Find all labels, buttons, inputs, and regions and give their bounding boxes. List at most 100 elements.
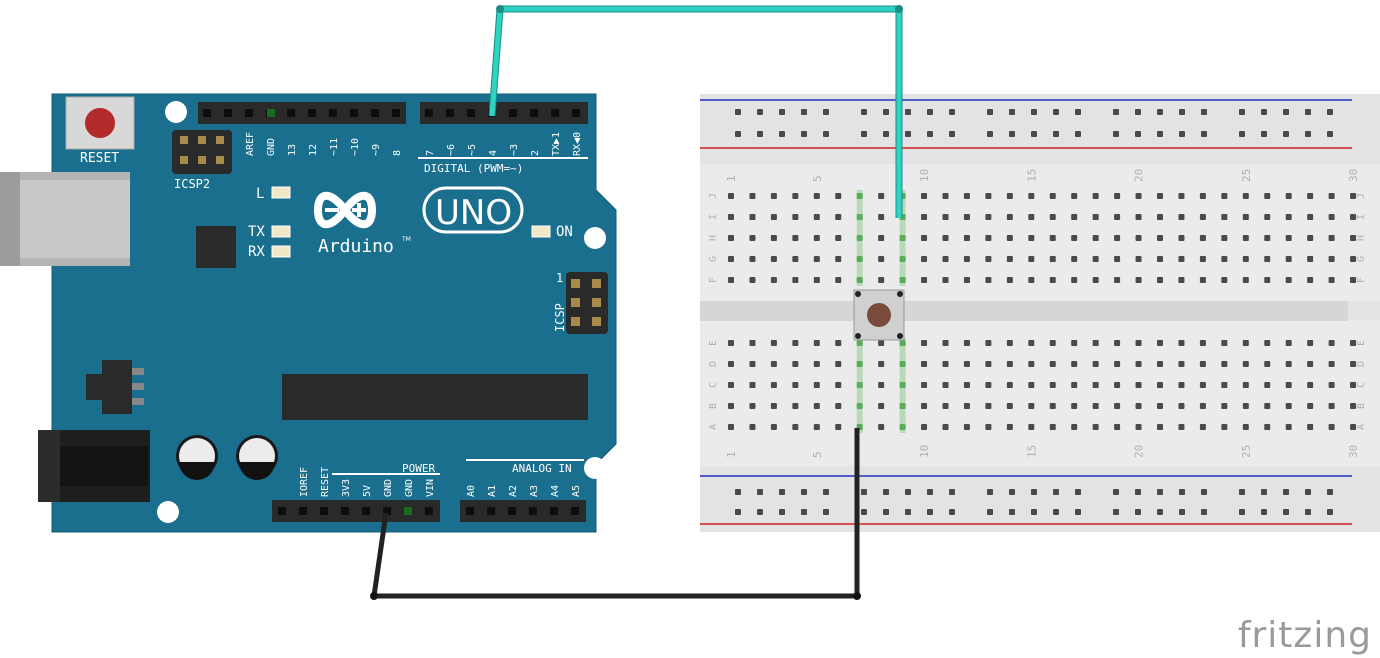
digital-4-wire[interactable] <box>488 5 903 218</box>
rail-hole[interactable] <box>883 109 889 115</box>
breadboard-hole[interactable] <box>1285 193 1292 199</box>
breadboard-hole[interactable] <box>1006 403 1013 409</box>
breadboard-hole[interactable] <box>985 361 992 367</box>
header-pin[interactable] <box>329 109 337 117</box>
breadboard-hole[interactable] <box>1199 361 1206 367</box>
rail-hole[interactable] <box>1327 509 1333 515</box>
header-pin[interactable] <box>308 109 316 117</box>
rail-hole[interactable] <box>1201 489 1207 495</box>
breadboard-hole[interactable] <box>856 340 863 346</box>
header-pin[interactable] <box>571 507 579 515</box>
rail-hole[interactable] <box>779 489 785 495</box>
header-pin[interactable] <box>278 507 286 515</box>
rail-hole[interactable] <box>949 109 955 115</box>
breadboard-hole[interactable] <box>1242 235 1249 241</box>
rail-hole[interactable] <box>1075 509 1081 515</box>
rail-hole[interactable] <box>1283 509 1289 515</box>
breadboard-hole[interactable] <box>1135 235 1142 241</box>
breadboard-hole[interactable] <box>942 361 949 367</box>
rail-hole[interactable] <box>1261 489 1267 495</box>
breadboard-hole[interactable] <box>899 277 906 283</box>
rail-hole[interactable] <box>1305 489 1311 495</box>
rail-hole[interactable] <box>1053 509 1059 515</box>
breadboard-hole[interactable] <box>749 214 756 220</box>
rail-hole[interactable] <box>1327 489 1333 495</box>
breadboard-hole[interactable] <box>1178 277 1185 283</box>
reset-button[interactable] <box>65 96 135 150</box>
rail-hole[interactable] <box>949 489 955 495</box>
breadboard-hole[interactable] <box>728 403 734 409</box>
breadboard-hole[interactable] <box>1264 340 1271 346</box>
breadboard-hole[interactable] <box>728 340 734 346</box>
rail-hole[interactable] <box>927 109 933 115</box>
breadboard-hole[interactable] <box>749 361 756 367</box>
breadboard-hole[interactable] <box>1157 214 1163 220</box>
breadboard-hole[interactable] <box>878 424 885 430</box>
breadboard-hole[interactable] <box>1178 256 1185 262</box>
breadboard-hole[interactable] <box>1049 277 1056 283</box>
breadboard-hole[interactable] <box>1199 256 1206 262</box>
rail-hole[interactable] <box>1179 109 1185 115</box>
breadboard-hole[interactable] <box>963 193 970 199</box>
breadboard-hole[interactable] <box>1221 193 1228 199</box>
breadboard-hole[interactable] <box>1242 424 1249 430</box>
rail-hole[interactable] <box>1053 109 1059 115</box>
breadboard-hole[interactable] <box>1285 403 1292 409</box>
push-button[interactable] <box>853 289 905 341</box>
breadboard-hole[interactable] <box>921 361 928 367</box>
breadboard-hole[interactable] <box>1028 424 1035 430</box>
breadboard-hole[interactable] <box>856 403 863 409</box>
breadboard-hole[interactable] <box>1221 382 1228 388</box>
breadboard-hole[interactable] <box>921 424 928 430</box>
rail-hole[interactable] <box>1031 109 1037 115</box>
breadboard-hole[interactable] <box>770 382 777 388</box>
breadboard-hole[interactable] <box>1350 382 1357 388</box>
breadboard-hole[interactable] <box>985 403 992 409</box>
rail-hole[interactable] <box>1031 131 1037 137</box>
rail-hole[interactable] <box>757 489 763 495</box>
breadboard-hole[interactable] <box>749 403 756 409</box>
breadboard-hole[interactable] <box>1071 424 1078 430</box>
breadboard-hole[interactable] <box>1199 340 1206 346</box>
breadboard-hole[interactable] <box>1157 256 1163 262</box>
header-pin[interactable] <box>551 109 559 117</box>
breadboard-hole[interactable] <box>921 340 928 346</box>
breadboard-hole[interactable] <box>1350 193 1357 199</box>
breadboard-hole[interactable] <box>1178 382 1185 388</box>
rail-hole[interactable] <box>1305 509 1311 515</box>
breadboard-hole[interactable] <box>1285 277 1292 283</box>
breadboard-hole[interactable] <box>728 214 734 220</box>
rail-hole[interactable] <box>905 109 911 115</box>
rail-hole[interactable] <box>757 109 763 115</box>
breadboard-hole[interactable] <box>856 214 863 220</box>
header-pin[interactable] <box>530 109 538 117</box>
gnd-wire[interactable] <box>370 428 861 600</box>
breadboard-hole[interactable] <box>921 214 928 220</box>
breadboard-hole[interactable] <box>813 382 820 388</box>
breadboard-hole[interactable] <box>878 277 885 283</box>
breadboard-hole[interactable] <box>985 214 992 220</box>
rail-hole[interactable] <box>823 109 829 115</box>
breadboard-hole[interactable] <box>921 277 928 283</box>
breadboard-hole[interactable] <box>728 193 734 199</box>
breadboard-hole[interactable] <box>1221 361 1228 367</box>
breadboard-hole[interactable] <box>878 403 885 409</box>
breadboard-hole[interactable] <box>1049 403 1056 409</box>
breadboard-hole[interactable] <box>792 382 799 388</box>
header-pin[interactable] <box>287 109 295 117</box>
breadboard-hole[interactable] <box>856 193 863 199</box>
breadboard-hole[interactable] <box>1049 382 1056 388</box>
breadboard-hole[interactable] <box>1157 403 1163 409</box>
rail-hole[interactable] <box>883 509 889 515</box>
breadboard-hole[interactable] <box>985 277 992 283</box>
rail-hole[interactable] <box>1201 131 1207 137</box>
breadboard-hole[interactable] <box>835 214 842 220</box>
rail-hole[interactable] <box>1201 109 1207 115</box>
breadboard-hole[interactable] <box>1242 403 1249 409</box>
breadboard-hole[interactable] <box>1114 382 1121 388</box>
breadboard-hole[interactable] <box>1307 235 1314 241</box>
rail-hole[interactable] <box>1113 131 1119 137</box>
breadboard-hole[interactable] <box>1114 340 1121 346</box>
breadboard-hole[interactable] <box>1221 277 1228 283</box>
rail-hole[interactable] <box>883 131 889 137</box>
